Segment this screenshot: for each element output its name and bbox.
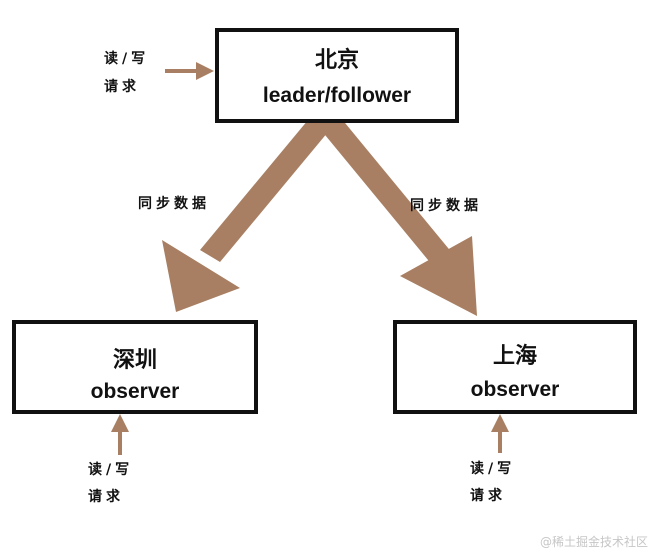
request-shanghai-line2: 请求 bbox=[470, 488, 506, 504]
request-beijing-line2: 请求 bbox=[104, 79, 140, 95]
node-shanghai-role: observer bbox=[470, 378, 560, 401]
node-shanghai-city: 上海 bbox=[492, 344, 537, 369]
node-beijing-role: leader/follower bbox=[262, 84, 412, 107]
sync-label-right: 同步数据 bbox=[410, 198, 482, 214]
node-shenzhen: 深圳 observer bbox=[12, 320, 258, 414]
request-shanghai-line1: 读/写 bbox=[470, 461, 516, 477]
request-arrow-shanghai bbox=[491, 414, 509, 453]
node-shenzhen-role: observer bbox=[90, 380, 180, 403]
request-shenzhen-line1: 读/写 bbox=[88, 462, 134, 478]
node-shenzhen-city: 深圳 bbox=[112, 348, 157, 373]
sync-arrow-right bbox=[316, 112, 477, 316]
node-beijing: 北京 leader/follower bbox=[215, 28, 459, 123]
node-beijing-city: 北京 bbox=[314, 48, 359, 73]
request-beijing-line1: 读/写 bbox=[104, 51, 150, 67]
node-shanghai: 上海 observer bbox=[393, 320, 637, 414]
sync-label-left: 同步数据 bbox=[138, 196, 210, 212]
watermark: @稀土掘金技术社区 bbox=[539, 535, 648, 549]
sync-arrow-left bbox=[162, 114, 333, 312]
request-arrow-shenzhen bbox=[111, 414, 129, 455]
request-shenzhen-line2: 请求 bbox=[88, 489, 124, 505]
request-arrow-beijing bbox=[165, 62, 214, 80]
